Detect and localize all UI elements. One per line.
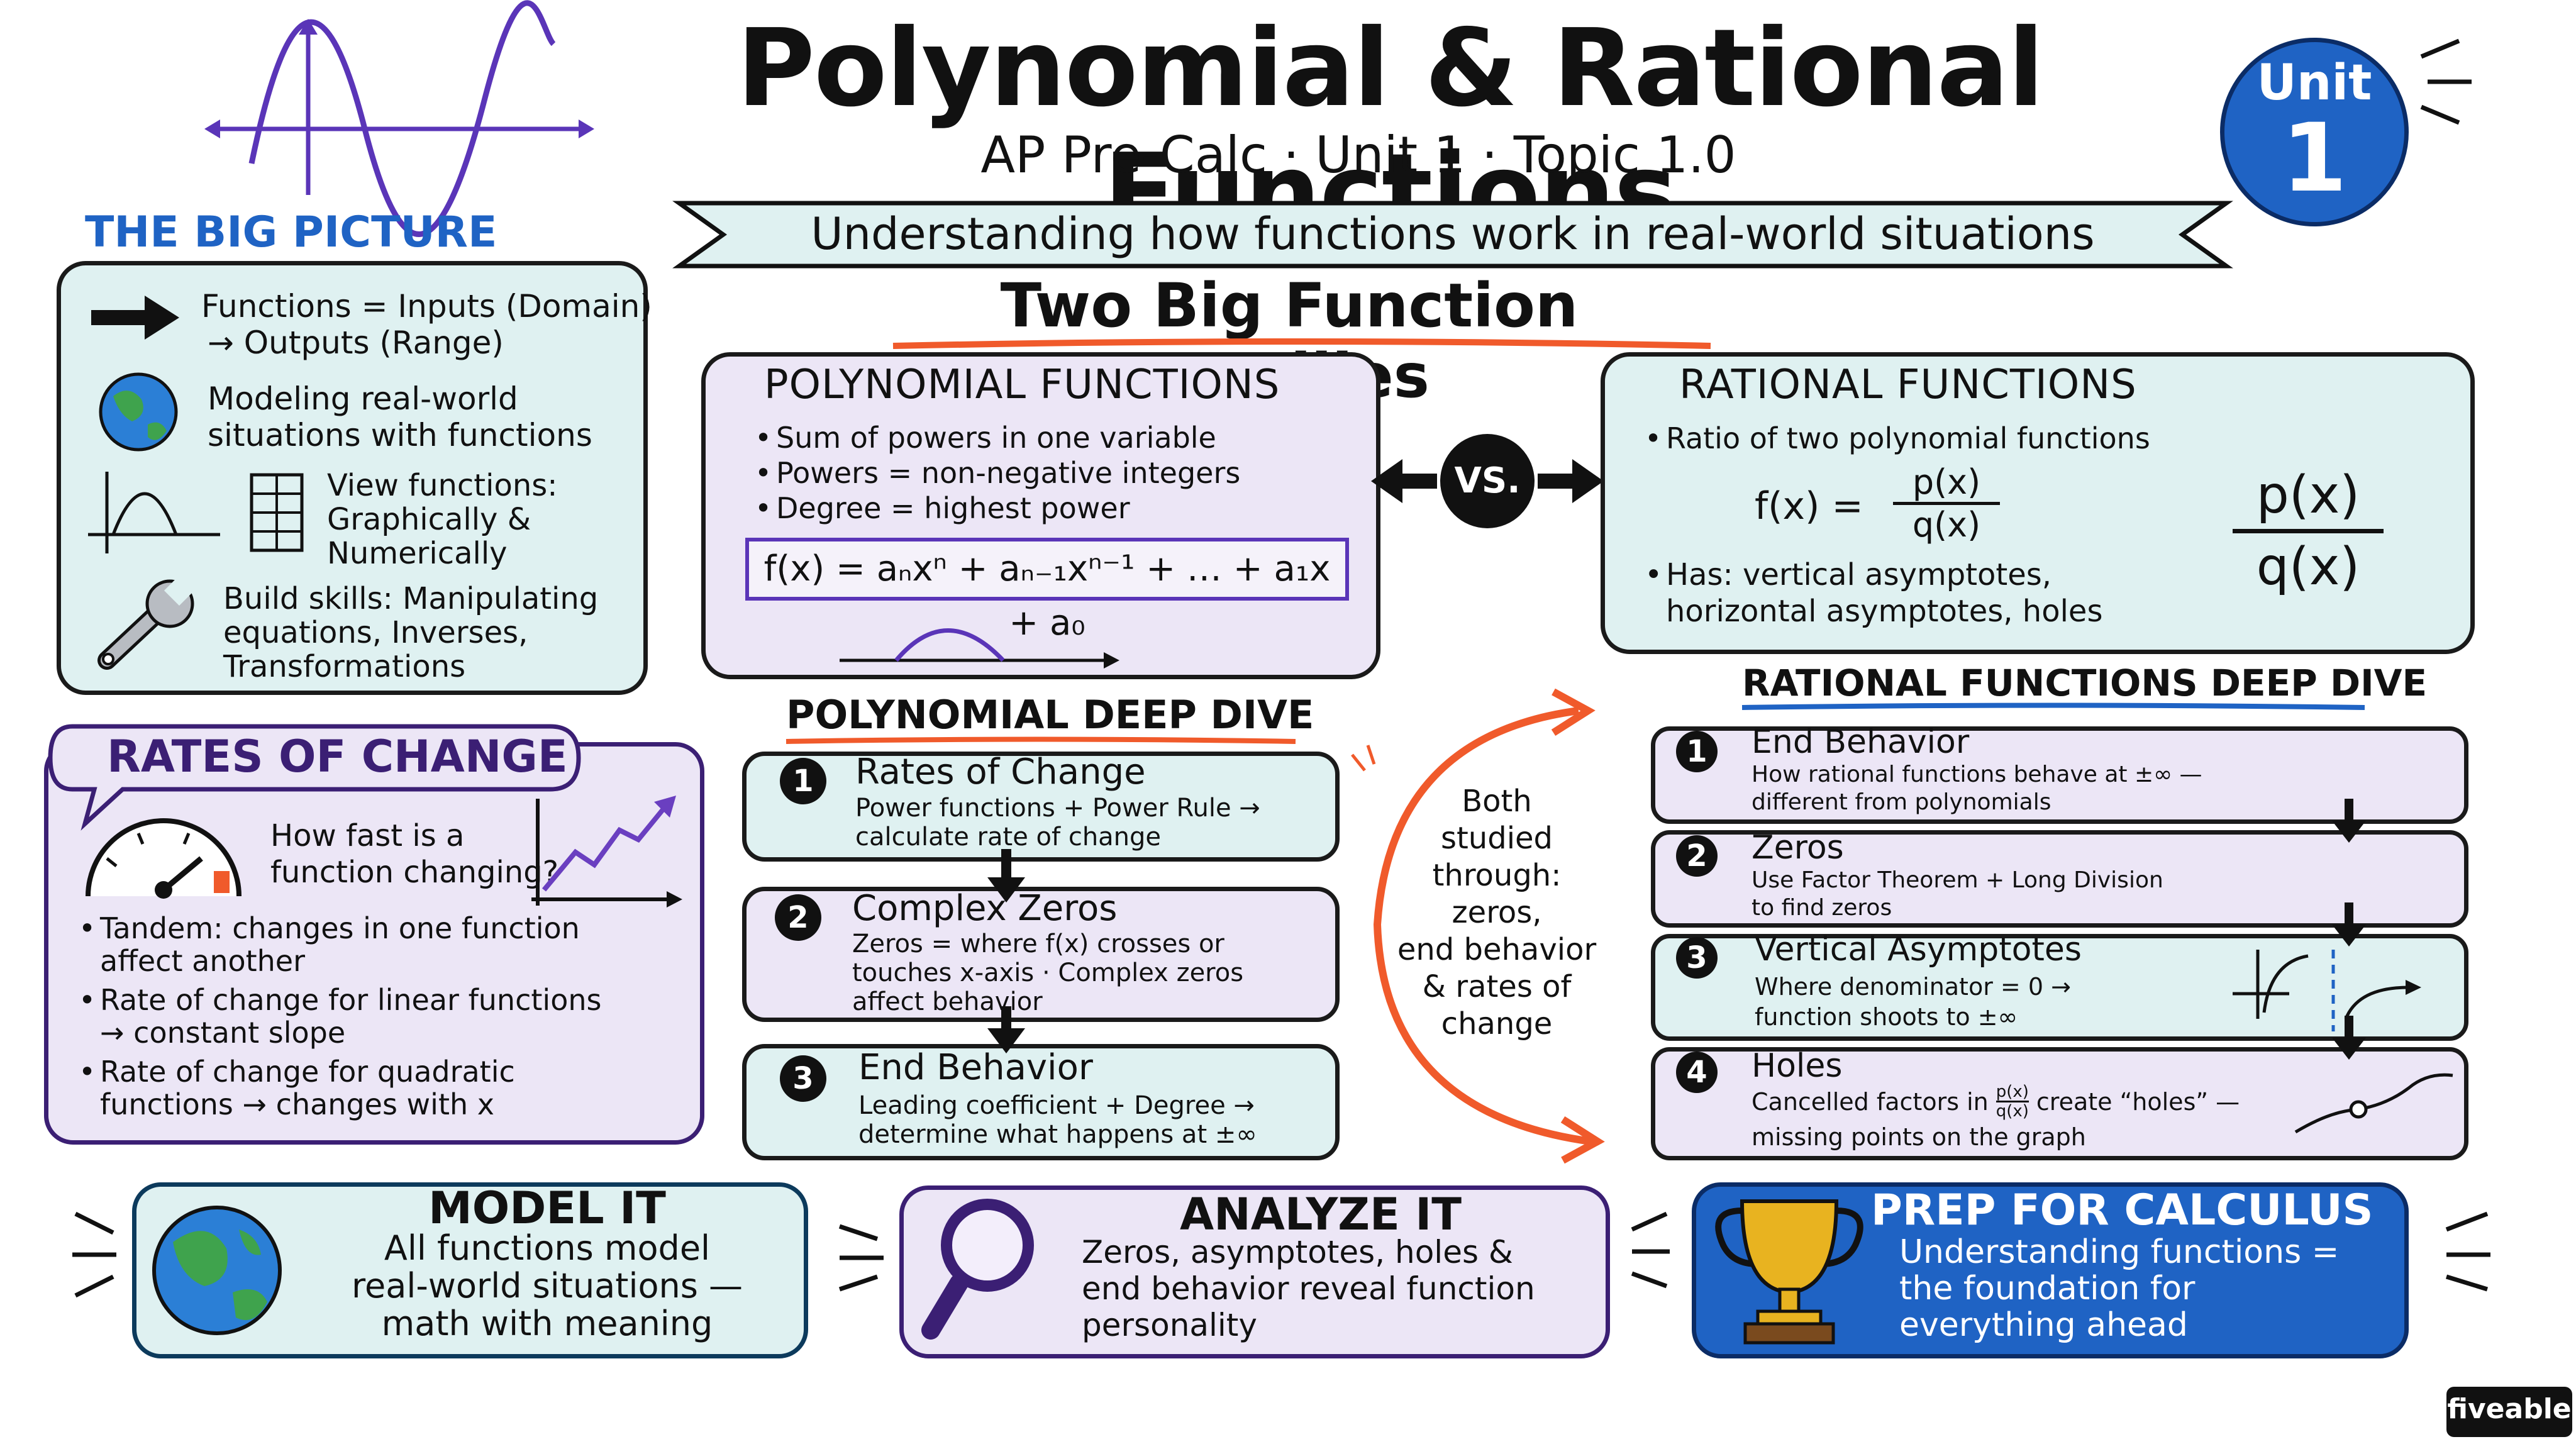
step-number-badge: 3	[780, 1055, 826, 1102]
rat-step-2	[1651, 830, 2468, 928]
rational-fx: f(x) =	[1755, 484, 1863, 528]
poly-step-arrows	[987, 849, 1025, 1053]
rational-title: RATIONAL FUNCTIONS	[1679, 362, 2137, 408]
families-underline	[892, 338, 1711, 349]
polynomial-bullet: Degree = highest power	[755, 491, 1240, 526]
holes-fraction: p(x) q(x)	[1996, 1082, 2029, 1121]
big-picture-item-4: Build skills: Manipulating equations, In…	[223, 581, 599, 684]
step-number-badge: 1	[1676, 731, 1718, 772]
brand-text: fiveable	[2447, 1393, 2572, 1425]
badge-sparkle-icon	[2420, 38, 2472, 125]
analyze-it-body: Zeros, asymptotes, holes &end behavior r…	[1082, 1234, 1535, 1343]
rational-bullet-2: Has: vertical asymptotes,horizontal asym…	[1645, 557, 2102, 630]
asymptote-graph-icon	[2233, 950, 2421, 1031]
page-subtitle: AP Pre-Calc · Unit 1 · Topic 1.0	[980, 126, 1736, 184]
analyze-it-title: ANALYZE IT	[1179, 1189, 1462, 1240]
rates-heading: RATES OF CHANGE	[107, 731, 568, 782]
polynomial-bullet: Powers = non-negative integers	[755, 455, 1240, 491]
sine-wave-icon	[204, 0, 594, 237]
rational-fraction: p(x) q(x)	[1893, 462, 2000, 545]
poly-step-2	[742, 887, 1340, 1022]
polynomial-formula: f(x) = aₙxⁿ + aₙ₋₁xⁿ⁻¹ + … + a₁x + a₀	[763, 548, 1331, 643]
prep-sparkle-right-icon	[2445, 1211, 2490, 1292]
connector-arrow-icon	[1351, 688, 1605, 1164]
big-picture-item-3: View functions: Graphically & Numericall…	[327, 468, 558, 571]
rat-step-title: Holes	[1752, 1047, 1843, 1085]
table-icon	[250, 473, 304, 552]
polynomial-formula-box	[745, 538, 1349, 601]
big-picture-item-1: Functions = Inputs (Domain) → Outputs (R…	[201, 288, 652, 361]
polynomial-title: POLYNOMIAL FUNCTIONS	[764, 362, 1280, 408]
vs-arrows	[1371, 434, 1604, 528]
globe-icon	[99, 372, 178, 452]
arrow-right-icon	[91, 296, 179, 340]
analyze-sparkle-icon	[838, 1224, 884, 1292]
trophy-icon	[1715, 1199, 1863, 1345]
banner-ribbon	[672, 201, 2233, 269]
speedometer-icon	[86, 818, 242, 899]
brand-logo	[2446, 1387, 2572, 1437]
banner-text: Understanding how functions work in real…	[811, 208, 2095, 260]
polynomial-bullet: Sum of powers in one variable	[755, 420, 1240, 455]
step-number-badge: 3	[1676, 937, 1718, 979]
big-picture-heading: THE BIG PICTURE	[85, 208, 497, 257]
globe-icon	[152, 1206, 282, 1335]
unit-badge-number: 1	[2281, 104, 2348, 213]
rat-deep-heading: RATIONAL FUNCTIONS DEEP DIVE	[1742, 662, 2428, 704]
unit-badge-label: Unit	[2257, 55, 2372, 111]
step-number-badge: 2	[1676, 835, 1718, 877]
poly-step-body: Power functions + Power Rule →calculate …	[855, 794, 1260, 852]
rates-question: How fast is a function changing?	[270, 818, 559, 890]
magnifier-icon	[921, 1199, 1034, 1340]
rat-step-title: End Behavior	[1752, 723, 1970, 761]
poly-step-title: Rates of Change	[855, 752, 1146, 792]
poly-deep-heading: POLYNOMIAL DEEP DIVE	[786, 692, 1314, 738]
unit-badge: Unit 1	[2220, 38, 2409, 226]
step-number-badge: 4	[1676, 1052, 1718, 1093]
poly-step-body: Leading coefficient + Degree →determine …	[858, 1091, 1257, 1149]
prep-sparkle-left-icon	[1631, 1211, 1670, 1289]
prep-calculus-body: Understanding functions =the foundation …	[1899, 1233, 2340, 1344]
vs-label: VS.	[1454, 460, 1521, 501]
rates-bullet: Rate of change for linear functions→ con…	[79, 984, 601, 1049]
rat-step-title: Zeros	[1752, 829, 1844, 867]
step-number-badge: 1	[780, 758, 826, 804]
page-title: Polynomial & Rational Functions	[736, 6, 2044, 255]
rates-speech-bubble	[48, 724, 581, 831]
rat-step-1	[1651, 726, 2468, 824]
rat-step-title: Vertical Asymptotes	[1755, 931, 2082, 969]
graph-icon	[88, 472, 220, 553]
rational-bullet-1: Ratio of two polynomial functions	[1645, 420, 2150, 457]
step-number-badge: 2	[775, 894, 821, 941]
rat-step-arrows	[2332, 799, 2366, 1060]
poly-step-title: Complex Zeros	[852, 888, 1118, 929]
hole-graph-icon	[2294, 1073, 2453, 1134]
rational-big-fraction: p(x) q(x)	[2233, 465, 2384, 597]
rat-step-body: Cancelled factors in p(x) q(x) create “h…	[1752, 1082, 2240, 1151]
wrench-icon	[97, 575, 195, 670]
rat-step-body: Where denominator = 0 →function shoots t…	[1755, 973, 2071, 1031]
trending-up-icon	[531, 796, 682, 908]
prep-calculus-title: PREP FOR CALCULUS	[1871, 1185, 2373, 1235]
model-it-title: MODEL IT	[428, 1182, 666, 1234]
polynomial-graph-icon	[840, 628, 1119, 669]
rat-deep-underline	[1741, 702, 2365, 710]
poly-deep-underline	[786, 736, 1296, 744]
poly-step-1	[742, 752, 1340, 862]
rat-step-4	[1651, 1047, 2468, 1160]
rat-step-body: How rational functions behave at ±∞ —dif…	[1752, 762, 2202, 815]
poly-step-title: End Behavior	[858, 1047, 1093, 1088]
model-sparkle-icon	[72, 1211, 116, 1298]
poly-step-3	[742, 1044, 1340, 1160]
polynomial-bullets: Sum of powers in one variable Powers = n…	[755, 420, 1240, 526]
big-picture-item-2: Modeling real-world situations with func…	[208, 380, 592, 453]
